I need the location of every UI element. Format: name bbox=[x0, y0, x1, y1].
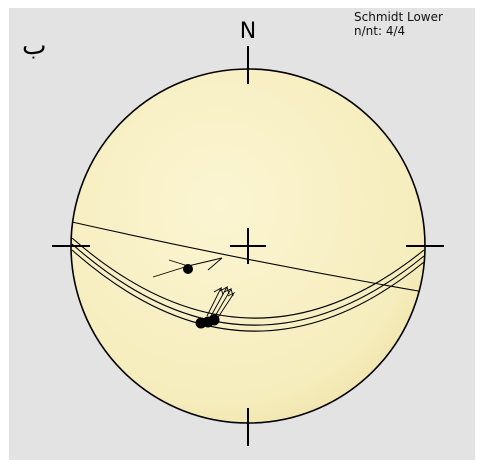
count-label: n/nt: 4/4 bbox=[354, 24, 405, 38]
north-label: N bbox=[240, 19, 256, 44]
pole-4 bbox=[208, 314, 220, 326]
panel-letter: ب bbox=[22, 31, 46, 61]
projection-label: Schmidt Lower bbox=[354, 10, 443, 24]
poles bbox=[183, 264, 220, 329]
great-circle-4 bbox=[71, 249, 425, 332]
slip-arrow-5 bbox=[216, 291, 236, 320]
great-circle-3 bbox=[71, 243, 425, 326]
slip-arrow-2 bbox=[206, 286, 224, 317]
great-circle-2 bbox=[71, 237, 425, 319]
pole-1 bbox=[183, 264, 193, 274]
great-circle-1 bbox=[71, 221, 425, 293]
